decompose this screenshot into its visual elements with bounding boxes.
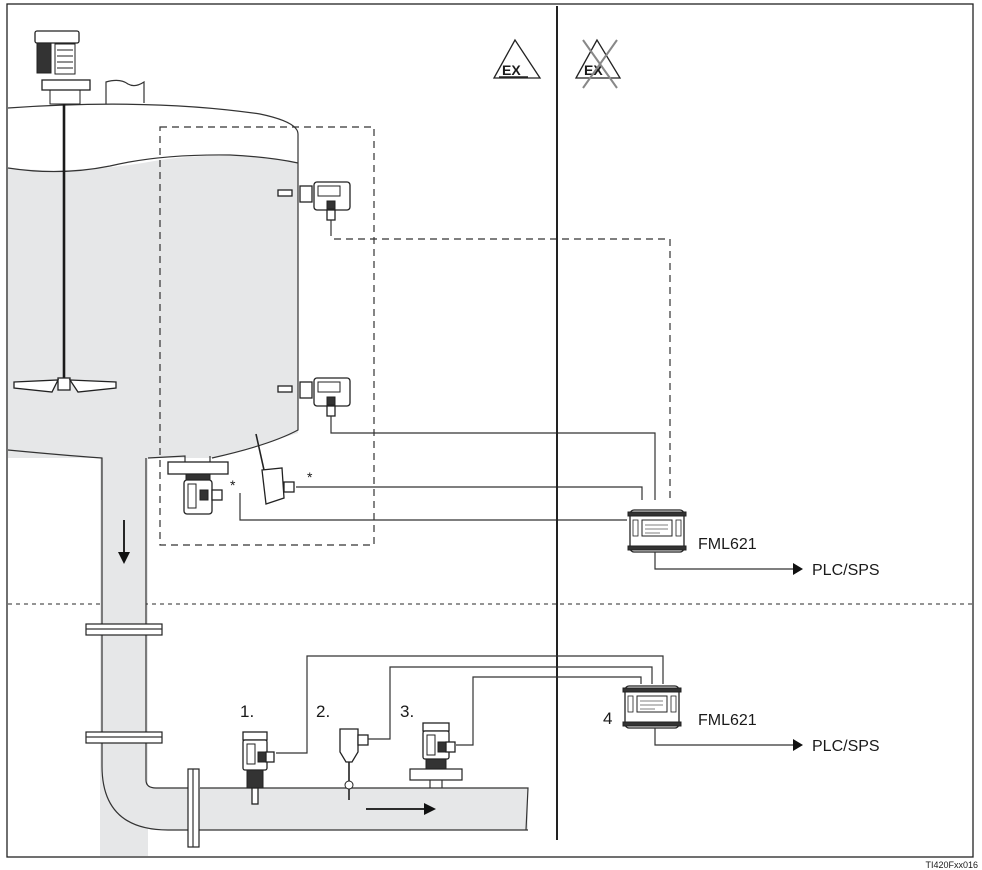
- crossout-icon: [582, 39, 618, 89]
- arrow-right-icon: [793, 563, 803, 575]
- pipe-sensor-3: [409, 722, 463, 788]
- wire-sensor-1: [276, 655, 664, 754]
- fml621-lower-label: FML621: [698, 712, 757, 729]
- pressure-sensor-bottom: [167, 461, 229, 515]
- wire-pressure: [239, 493, 627, 521]
- tank-roof: [7, 103, 299, 135]
- wire-lower-vibration: [330, 416, 656, 500]
- tank-right-wall: [211, 134, 299, 459]
- plc-output-upper-label: PLC/SPS: [812, 562, 880, 579]
- plc-output-lower-label: PLC/SPS: [812, 738, 880, 755]
- tank-fluid: [8, 155, 298, 857]
- vibration-sensor-lower: [277, 377, 351, 417]
- diagram-frame: [6, 3, 974, 858]
- conductive-sensor-angled: [255, 433, 295, 505]
- ex-hazard-symbol: [492, 38, 542, 79]
- fluid-surface: [7, 154, 299, 173]
- fml621-upper-unit: [627, 509, 687, 553]
- agitator-blade-right: [68, 379, 117, 393]
- arrow-right-lower-icon: [793, 739, 803, 751]
- pipe: [85, 458, 529, 848]
- sensor-2-label: 2.: [316, 702, 330, 721]
- wire-upper-sensor-dashed: [334, 238, 671, 500]
- tank: [7, 79, 299, 857]
- non-ex-crossed-symbol: [574, 38, 622, 79]
- pipe-sensor-1: [242, 731, 275, 805]
- output-wire-lower: [654, 728, 793, 746]
- fml621-lower-unit: [622, 685, 682, 729]
- wire-sensor-3: [456, 676, 642, 746]
- agitator: [13, 30, 117, 393]
- sensor-group-boundary: [159, 126, 375, 546]
- fml621-upper-label: FML621: [698, 536, 757, 553]
- sensor-3-label: 3.: [400, 702, 414, 721]
- motor-body: [36, 42, 52, 74]
- sensor-marker-1: *: [230, 477, 236, 493]
- sensor-1-label: 1.: [240, 702, 254, 721]
- motor-grille: [54, 43, 76, 75]
- motor-cap: [34, 30, 80, 44]
- pipe-sensor-2: [339, 728, 369, 800]
- motor-flange: [41, 79, 91, 91]
- roof-nozzle: [105, 79, 145, 104]
- arrow-right-flow-icon: [424, 803, 436, 815]
- wire-conductive: [296, 486, 643, 500]
- vibration-sensor-upper: [277, 181, 351, 236]
- arrow-down-icon: [118, 552, 130, 564]
- sensor-marker-2: *: [307, 469, 313, 485]
- agitator-blade-left: [13, 379, 60, 393]
- tank-bottom-left: [7, 449, 103, 500]
- reference-code: TI420Fxx016: [925, 860, 978, 870]
- ex-zone-label: EX: [502, 62, 521, 78]
- output-wire-upper: [654, 552, 793, 570]
- lower-side-mark: 4: [603, 709, 612, 728]
- wire-sensor-2: [368, 666, 653, 740]
